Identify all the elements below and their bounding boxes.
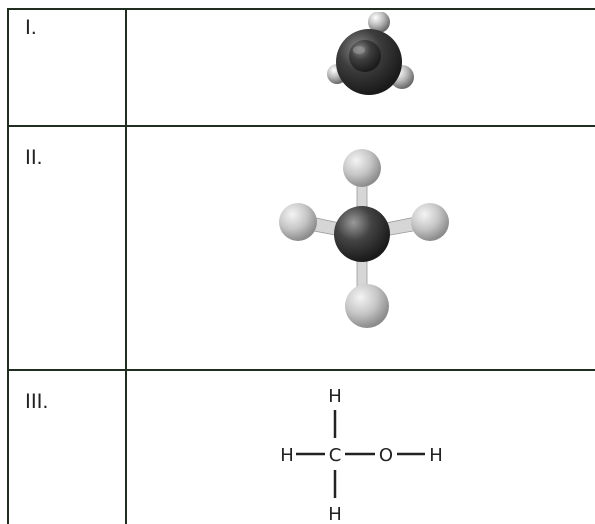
row-label-1: I. bbox=[25, 16, 37, 39]
ball-and-stick-model bbox=[262, 136, 462, 336]
structural-formula: H H C O H H bbox=[275, 378, 475, 524]
column-divider bbox=[125, 8, 127, 524]
atom-h-top: H bbox=[328, 386, 342, 407]
atom-oxygen: O bbox=[379, 445, 393, 466]
hydrogen-left bbox=[279, 203, 317, 241]
hydrogen-bottom bbox=[345, 284, 389, 328]
molecule-table: I. II. III. bbox=[7, 8, 595, 524]
space-filling-hydrogen-front bbox=[349, 40, 381, 72]
table-left-border bbox=[7, 8, 9, 524]
table-top-border bbox=[7, 8, 595, 10]
row-label-2: II. bbox=[25, 146, 43, 169]
atom-h-right: H bbox=[429, 445, 443, 466]
hydrogen-top bbox=[343, 149, 381, 187]
atom-h-bottom: H bbox=[328, 504, 342, 524]
atom-carbon: C bbox=[329, 445, 342, 466]
hydrogen-right bbox=[411, 203, 449, 241]
space-filling-model bbox=[307, 12, 427, 102]
atom-h-left: H bbox=[280, 445, 294, 466]
row-divider-1 bbox=[7, 125, 595, 127]
carbon-atom bbox=[334, 206, 390, 262]
row-divider-2 bbox=[7, 369, 595, 371]
space-filling-hydrogen-top bbox=[368, 12, 390, 33]
row-label-3: III. bbox=[25, 390, 49, 413]
